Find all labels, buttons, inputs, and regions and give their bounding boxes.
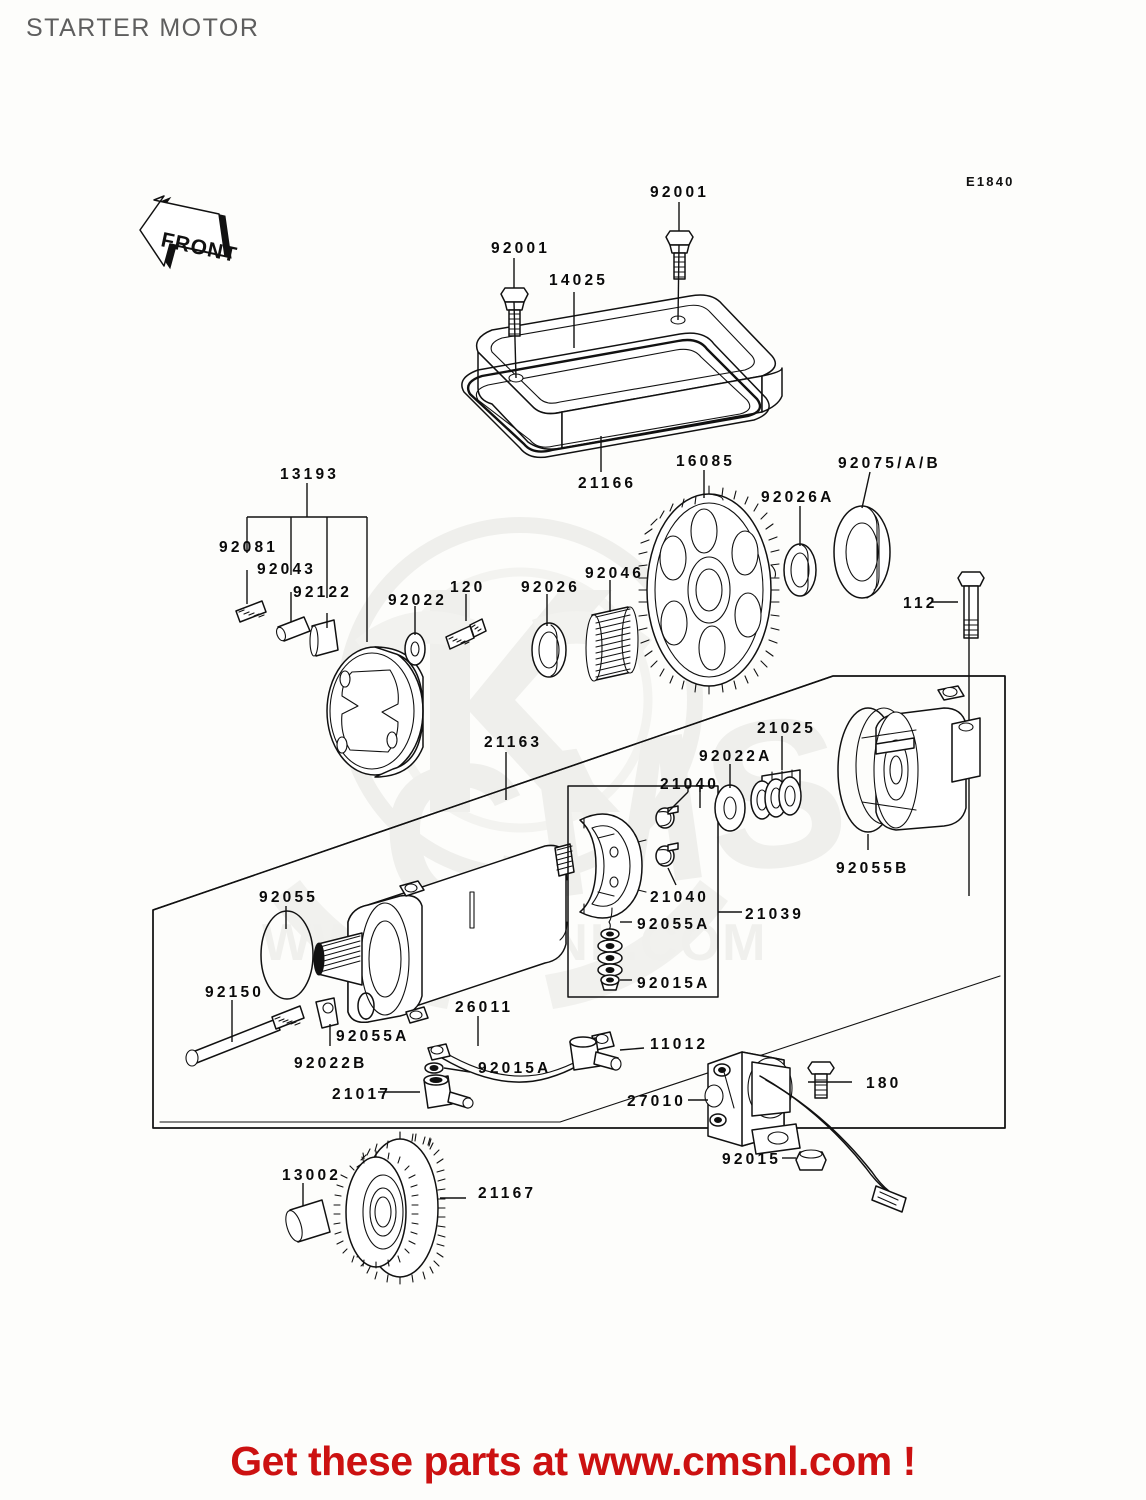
- diagram-code: E1840: [966, 174, 1015, 189]
- spring-92081: [235, 600, 267, 623]
- oring-92055A-motor: [357, 992, 375, 1020]
- starter-clutch-assembly-drawing: [235, 483, 639, 778]
- label-27010[interactable]: 27010: [627, 1093, 687, 1110]
- label-21163[interactable]: 21163: [484, 734, 543, 751]
- terminal-21017: [423, 1074, 474, 1109]
- label-92055A-brush[interactable]: 92055A: [637, 916, 711, 933]
- label-92015A-brush[interactable]: 92015A: [637, 975, 711, 992]
- label-92015[interactable]: 92015: [722, 1151, 782, 1168]
- brush-21025: [750, 769, 802, 820]
- label-92075AB[interactable]: 92075/A/B: [838, 455, 941, 472]
- label-112[interactable]: 112: [903, 595, 938, 612]
- brush-spring-21040-upper: [655, 805, 679, 829]
- clutch-housing-13193: [326, 646, 424, 778]
- footer-cta[interactable]: Get these parts at www.cmsnl.com !: [230, 1438, 916, 1484]
- label-92043[interactable]: 92043: [257, 561, 317, 578]
- label-21166[interactable]: 21166: [578, 475, 637, 492]
- label-92026A[interactable]: 92026A: [761, 489, 835, 506]
- label-92022B[interactable]: 92022B: [294, 1055, 368, 1072]
- label-26011[interactable]: 26011: [455, 999, 514, 1016]
- label-13002[interactable]: 13002: [282, 1167, 342, 1184]
- label-92055[interactable]: 92055: [259, 889, 319, 906]
- label-92122[interactable]: 92122: [293, 584, 353, 601]
- terminal-stack: [597, 907, 623, 991]
- label-120[interactable]: 120: [450, 579, 486, 596]
- svg-text:FRONT: FRONT: [159, 228, 239, 267]
- oring-92055: [260, 910, 314, 1000]
- brush-spring-21040-lower: [655, 842, 679, 867]
- roller-92122: [309, 619, 339, 657]
- label-92001-right[interactable]: 92001: [650, 184, 710, 201]
- idler-gear-drawing: [285, 1131, 466, 1285]
- label-21025[interactable]: 21025: [757, 720, 817, 737]
- cap-11012: [569, 1036, 622, 1071]
- bolt-92001-right: [665, 230, 694, 280]
- label-92001-left[interactable]: 92001: [491, 240, 551, 257]
- label-92015A-lead[interactable]: 92015A: [478, 1060, 552, 1077]
- starter-motor-body-drawing: [313, 843, 575, 1024]
- label-13193[interactable]: 13193: [280, 466, 340, 483]
- bolt-120: [445, 618, 487, 650]
- label-92055B[interactable]: 92055B: [836, 860, 910, 877]
- rear-housing-drawing: [837, 685, 981, 850]
- label-92022A[interactable]: 92022A: [699, 748, 773, 765]
- label-21039[interactable]: 21039: [745, 906, 805, 923]
- pin-92043: [275, 616, 311, 642]
- label-21167[interactable]: 21167: [478, 1185, 537, 1202]
- bolt-92001-left: [500, 287, 529, 337]
- washer-92022B: [315, 997, 339, 1029]
- pin-13002: [285, 1199, 331, 1243]
- page-title: STARTER MOTOR: [26, 14, 260, 42]
- label-21040-lower[interactable]: 21040: [650, 889, 710, 906]
- through-bolt-92150: [185, 1005, 305, 1067]
- label-92055A-motor[interactable]: 92055A: [336, 1028, 410, 1045]
- label-92022[interactable]: 92022: [388, 592, 448, 609]
- label-14025[interactable]: 14025: [549, 272, 609, 289]
- label-21017[interactable]: 21017: [332, 1086, 392, 1103]
- bolt-180: [807, 1061, 835, 1099]
- label-92150[interactable]: 92150: [205, 984, 265, 1001]
- label-21040-upper[interactable]: 21040: [660, 776, 720, 793]
- needle-bearing-92046: [585, 606, 639, 682]
- nut-92015: [795, 1149, 827, 1171]
- label-16085[interactable]: 16085: [676, 453, 736, 470]
- label-11012[interactable]: 11012: [650, 1036, 709, 1053]
- label-92081[interactable]: 92081: [219, 539, 279, 556]
- bolt-112: [957, 571, 985, 639]
- front-arrow-icon: FRONT: [139, 195, 239, 270]
- label-92026[interactable]: 92026: [521, 579, 581, 596]
- label-92046[interactable]: 92046: [585, 565, 645, 582]
- label-180[interactable]: 180: [866, 1075, 902, 1092]
- starter-gear-assembly-drawing: [638, 470, 985, 896]
